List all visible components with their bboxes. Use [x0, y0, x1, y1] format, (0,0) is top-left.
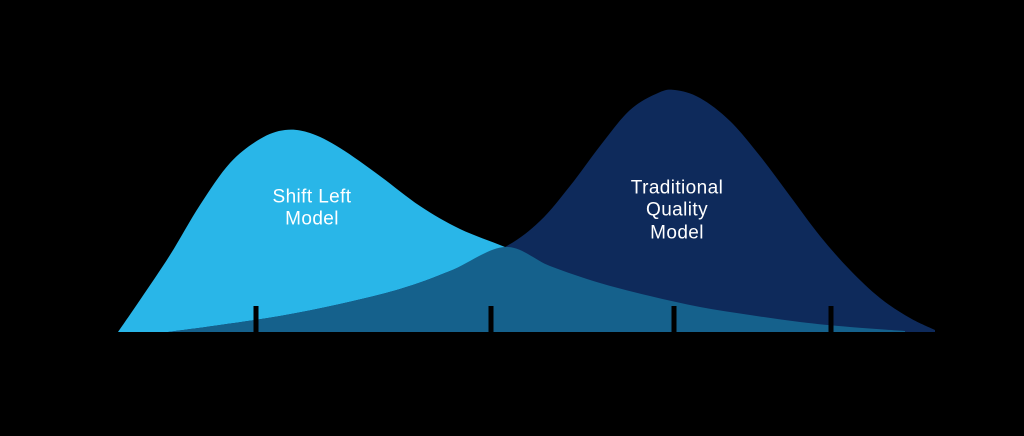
overlap-region: [168, 246, 905, 332]
axis-tick: [828, 306, 834, 334]
axis-tick: [671, 306, 677, 334]
shift-left-model-curve: [118, 129, 905, 332]
axis-tick: [488, 306, 494, 334]
traditional-quality-model-curve: [168, 89, 935, 333]
axis-tick: [253, 306, 259, 334]
